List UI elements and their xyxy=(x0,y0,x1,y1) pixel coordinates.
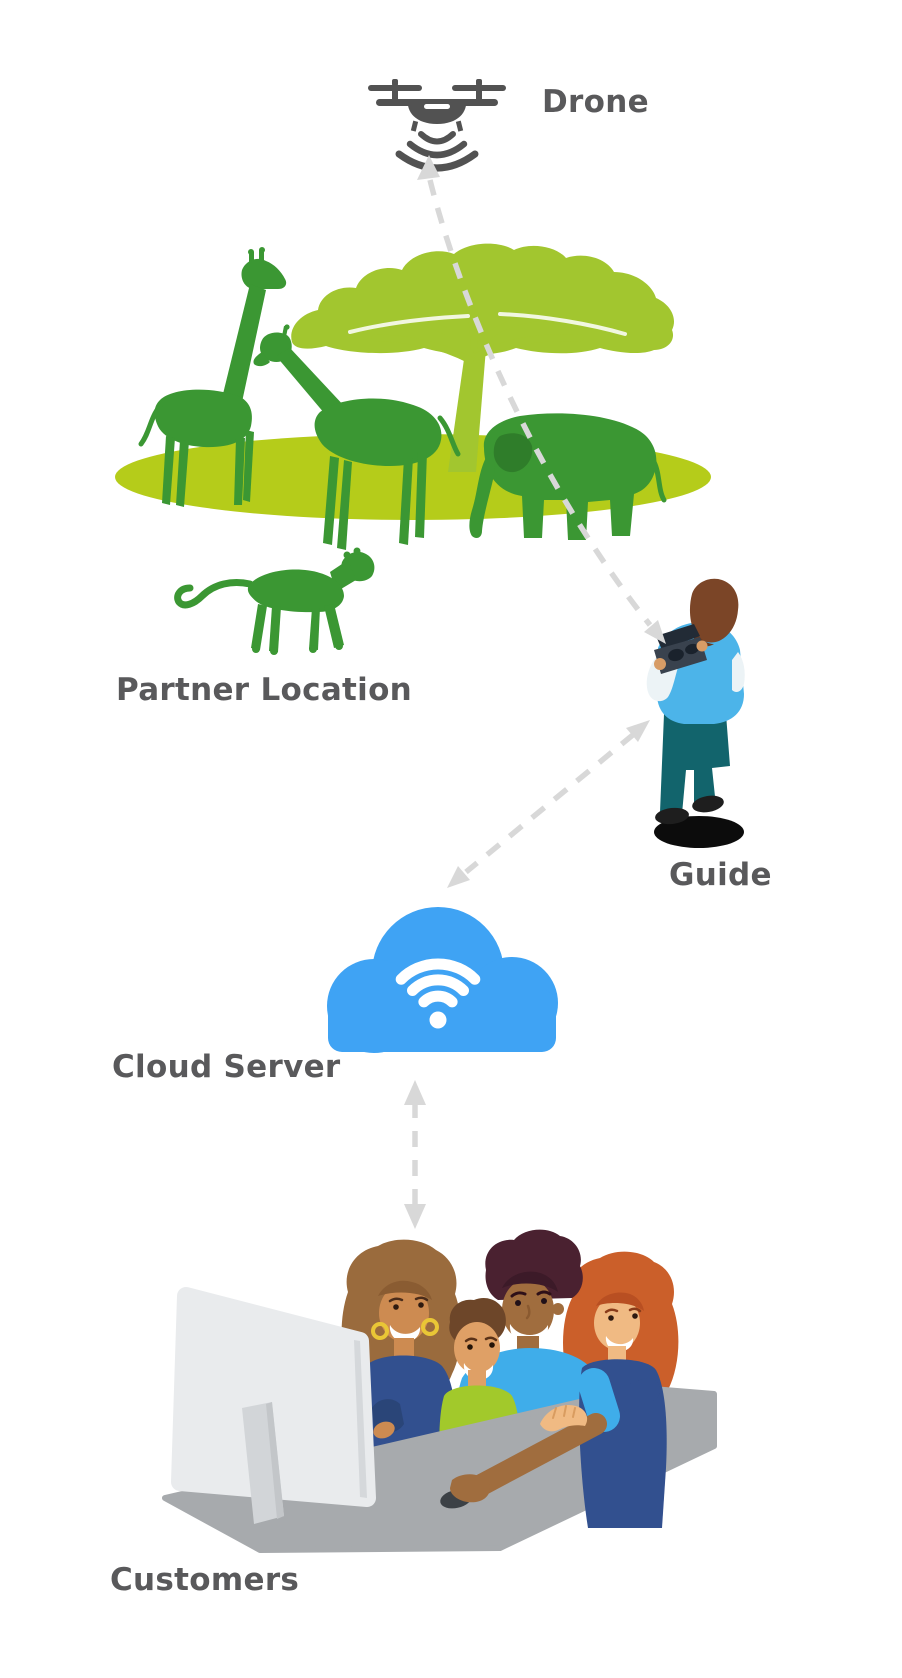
monitor-edge xyxy=(354,1340,367,1498)
wifi-icon xyxy=(395,958,481,1029)
signal-waves-icon xyxy=(395,131,479,172)
man-hand xyxy=(450,1474,490,1503)
earring-icon xyxy=(371,1322,389,1340)
arrow-cloud-customers xyxy=(404,1080,426,1229)
woman-hand xyxy=(540,1404,588,1432)
connection-arrows xyxy=(404,155,666,1229)
arrow-drone-guide xyxy=(417,155,666,644)
partner-location-label: Partner Location xyxy=(116,672,413,708)
earring-icon xyxy=(421,1318,439,1336)
guide-shadow xyxy=(654,816,744,848)
safari-illustration xyxy=(115,243,711,655)
guide-head xyxy=(689,578,739,643)
man-sleeve xyxy=(578,1368,620,1432)
drone-label: Drone xyxy=(542,84,649,120)
elephant-icon xyxy=(469,413,667,540)
acacia-tree-icon xyxy=(291,243,675,472)
man-forearm xyxy=(461,1413,607,1501)
giraffe-icon xyxy=(138,247,287,507)
arrow-guide-cloud xyxy=(447,720,650,888)
customers-illustration xyxy=(162,1229,717,1553)
cheetah-icon xyxy=(174,547,375,655)
giraffe-grazing-icon xyxy=(253,324,461,550)
drone-controller-icon xyxy=(654,624,708,674)
guide-illustration xyxy=(646,578,745,848)
drone-icon xyxy=(368,79,506,172)
guide-pants xyxy=(660,714,730,814)
guide-label: Guide xyxy=(669,857,772,893)
cloud-server-label: Cloud Server xyxy=(112,1049,341,1085)
cloud-icon xyxy=(327,907,558,1053)
customers-label: Customers xyxy=(110,1562,300,1598)
